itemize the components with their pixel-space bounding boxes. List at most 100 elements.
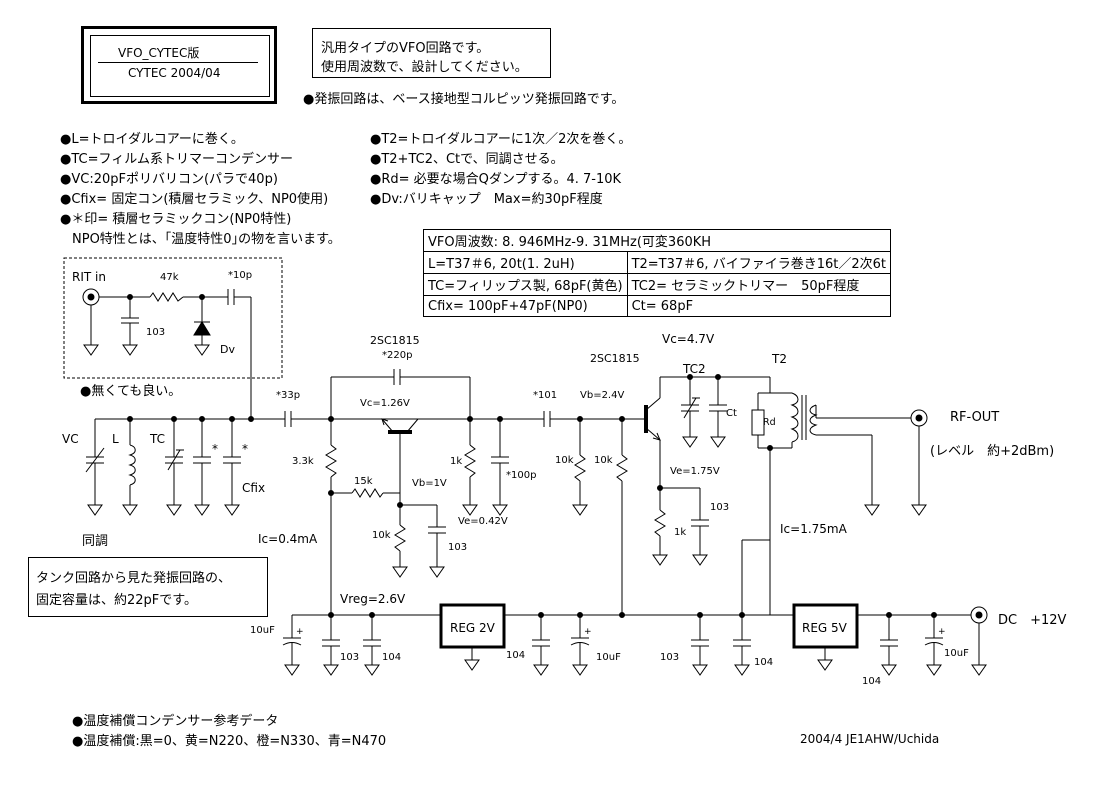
svg-text:+: +: [584, 627, 592, 637]
label-vreg: Vreg=2.6V: [340, 592, 406, 606]
label-104-b: 104: [506, 650, 526, 661]
ground-icon: [682, 436, 698, 448]
title-line2: CYTEC 2004/04: [128, 66, 221, 80]
label-reg5: REG 5V: [802, 621, 847, 635]
label-1k-b: 1k: [674, 527, 687, 538]
ground-icon: [87, 504, 103, 516]
ground-icon: [224, 504, 240, 516]
label-cfix: Cfix: [242, 481, 266, 495]
label-ve1: Ve=0.42V: [458, 516, 508, 527]
label-level: (レベル 約+2dBm): [930, 444, 1055, 459]
note-left-1: ●L=トロイダルコアーに巻く。: [60, 132, 244, 147]
ground-icon: [881, 664, 897, 676]
label-103-b: 103: [710, 502, 730, 513]
transformer-secondary-coil: [809, 404, 818, 436]
spec-cell: TC=フィリップス製, 68pF(黄色): [423, 273, 628, 296]
label-10k-a: 10k: [372, 530, 391, 541]
label-3.3k: 3.3k: [292, 456, 314, 467]
label-reg2: REG 2V: [450, 621, 495, 635]
ground-icon: [492, 504, 508, 516]
ground-icon: [323, 664, 339, 676]
svg-text:+: +: [938, 627, 946, 637]
resistor-47k: [149, 292, 184, 302]
ground-icon: [926, 664, 942, 676]
resistor-15k: [351, 488, 384, 498]
label-10uf-2: 10uF: [596, 652, 621, 663]
ground-icon: [533, 664, 549, 676]
note-left-4: ●Cfix= 固定コン(積層セラミック、NP0使用): [60, 192, 329, 207]
ground-icon: [194, 344, 210, 356]
label-vc1: Vc=1.26V: [360, 398, 410, 409]
label-10k-c: 10k: [594, 455, 613, 466]
ground-icon: [572, 664, 588, 676]
ground-icon: [464, 659, 480, 671]
note-right-3: ●Rd= 必要な場合Qダンプする。4. 7-10K: [370, 172, 622, 187]
label-tc: TC: [150, 432, 166, 446]
label-101: *101: [533, 390, 558, 401]
resistor-1k-b: [654, 509, 666, 537]
ground-icon: [194, 504, 210, 516]
spec-table: VFO周波数: 8. 946MHz-9. 31MHz(可変360KH L=T37…: [423, 229, 891, 317]
ground-icon: [122, 344, 138, 356]
ground-icon: [284, 664, 300, 676]
note-right-1: ●T2=トロイダルコアーに1次／2次を巻く。: [370, 132, 632, 147]
label-ve2: Ve=1.75V: [670, 466, 720, 477]
label-104-d: 104: [862, 676, 882, 687]
ground-icon: [911, 504, 927, 516]
label-ic2: Ic=1.75mA: [780, 522, 847, 536]
resistor-1k-a: [464, 444, 476, 478]
note-right-4: ●Dv:バリキャップ Max=約30pF程度: [370, 192, 603, 207]
temp-note-2: ●温度補償:黒=0、黄=N220、橙=N330、青=N470: [72, 734, 387, 749]
label-220p: *220p: [382, 350, 413, 361]
varicap-diode-icon: [193, 321, 211, 336]
spec-cell: L=T37＃6, 20t(1. 2uH): [423, 251, 628, 274]
resistor-10k-a: [394, 524, 406, 552]
rit-dashed-box: [63, 257, 283, 379]
label-star-1: *: [212, 442, 218, 456]
label-star-2: *: [242, 442, 248, 456]
variable-cap-arrow: [85, 447, 105, 473]
title-underline: [98, 62, 258, 63]
description-line1: 汎用タイプのVFO回路です。: [321, 41, 490, 56]
ground-icon: [692, 554, 708, 566]
label-dv: Dv: [220, 343, 235, 356]
note-left-2: ●TC=フィルム系トリマーコンデンサー: [60, 152, 293, 167]
ground-icon: [572, 504, 588, 516]
ground-icon: [971, 664, 987, 676]
resistor-10k-c: [616, 454, 628, 482]
label-1k-a: 1k: [450, 456, 463, 467]
label-l: L: [112, 432, 119, 446]
ground-icon: [692, 664, 708, 676]
label-10uf-1: 10uF: [250, 625, 275, 636]
transformer-primary-coil: [790, 392, 799, 443]
label-tr1: 2SC1815: [370, 334, 420, 347]
note-left-3: ●VC:20pFポリバリコン(パラで40p): [60, 172, 278, 187]
description-box: [312, 28, 551, 78]
label-10p: *10p: [228, 270, 253, 281]
tank-note-box: [28, 557, 268, 617]
label-rf-out: RF-OUT: [950, 410, 1000, 425]
label-ic1: Ic=0.4mA: [258, 532, 318, 546]
rit-optional-note: ●無くても良い。: [80, 384, 182, 399]
ground-icon: [710, 436, 726, 448]
label-104-c: 104: [754, 657, 774, 668]
spec-cell: TC2= セラミックトリマー 50pF程度: [626, 273, 891, 296]
label-33p: *33p: [276, 390, 301, 401]
label-vb2: Vb=2.4V: [580, 390, 625, 401]
tank-note-line1: タンク回路から見た発振回路の、: [36, 571, 232, 586]
spec-cell: Cfix= 100pF+47pF(NP0): [423, 295, 628, 317]
label-10uf-3: 10uF: [944, 648, 969, 659]
rit-connector-center: [87, 293, 95, 301]
label-vc: VC: [62, 432, 79, 446]
ground-icon: [817, 659, 833, 671]
label-tc2: TC2: [683, 362, 706, 376]
label-15k: 15k: [354, 476, 373, 487]
label-104-a: 104: [382, 652, 402, 663]
ground-icon: [652, 554, 668, 566]
tank-note-line2: 固定容量は、約22pFです。: [36, 593, 197, 608]
ground-icon: [864, 504, 880, 516]
ground-icon: [734, 664, 750, 676]
temp-note-1: ●温度補償コンデンサー参考データ: [72, 714, 279, 729]
label-rd: Rd: [763, 417, 776, 428]
